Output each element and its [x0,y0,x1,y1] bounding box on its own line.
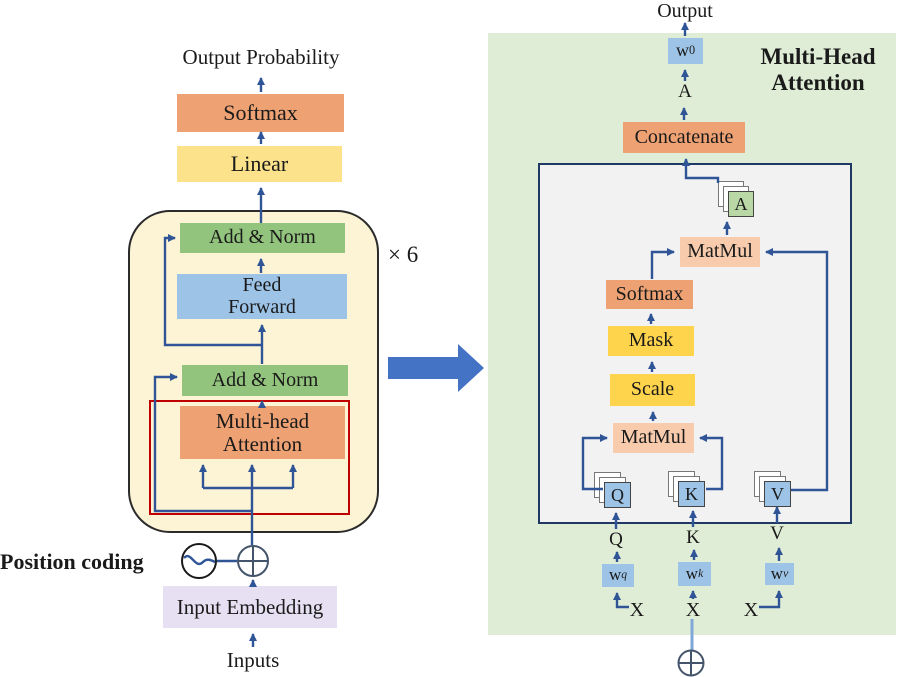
position-encoding-icon [181,543,217,579]
w0-base: w [675,40,689,61]
q-label: Q [609,529,623,550]
output-probability-label: Output Probability [182,45,340,69]
wq-base: w [608,565,622,585]
feed-forward-line1: Feed [242,273,282,296]
x-input-label-q: X [629,599,645,621]
wq-sub: q [621,568,628,582]
softmax-box: Softmax [177,94,344,132]
concatenate-box: Concatenate [623,122,745,153]
add-circle-bottom-icon [677,649,705,677]
w0-sub: 0 [688,43,696,58]
wk-base: w [685,563,699,583]
wv-base: w [770,563,784,583]
feed-forward-box: Feed Forward [177,274,347,319]
output-label: Output [657,0,713,22]
add-norm-top-box: Add & Norm [180,223,345,253]
matmul-top-box: MatMul [680,237,760,267]
inputs-label: Inputs [226,648,280,672]
feed-forward-line2: Forward [228,295,296,318]
mha-highlight-rectangle [149,400,350,515]
wk-sub: k [698,566,704,580]
x-input-label-v: X [743,599,759,621]
add-circle-icon [237,545,269,577]
input-embedding-box: Input Embedding [163,586,337,628]
wv-sub: v [783,566,789,580]
repeat-times-label: × 6 [388,242,419,267]
linear-box: Linear [177,146,342,182]
position-coding-label: Position coding [0,549,144,574]
panel-title: Multi-Head Attention [748,44,888,96]
scaled-dot-product-box [538,163,852,524]
matmul-bottom-box: MatMul [613,423,694,453]
softmax-attention-box: Softmax [606,280,693,309]
a-label: A [678,81,692,102]
a-stack-front: A [728,191,754,217]
big-arrow-icon [388,344,484,392]
add-norm-bottom-box: Add & Norm [182,365,348,396]
x-input-label-k: X [685,599,701,621]
v-label: V [770,523,784,544]
panel-title-line2: Attention [771,70,865,95]
panel-title-line1: Multi-Head [760,44,876,69]
q-stack-front: Q [604,482,631,508]
mask-box: Mask [608,326,694,356]
v-stack-front: V [764,481,791,507]
k-label: K [686,527,700,548]
scale-box: Scale [610,374,695,406]
k-stack-front: K [678,481,705,507]
